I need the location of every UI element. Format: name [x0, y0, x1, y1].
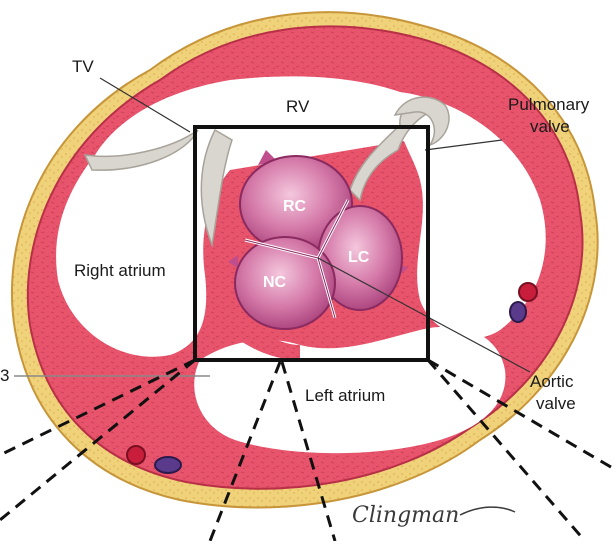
aortic-valve-label-line2: valve [536, 394, 576, 413]
right-coronary-vein [155, 457, 181, 473]
circumflex-artery [519, 283, 537, 301]
cusp-rc-label: RC [283, 198, 307, 215]
aortic-valve-label-line1: Aortic [530, 372, 574, 391]
rv-label: RV [286, 97, 310, 116]
left-edge-label-fragment: 3 [0, 366, 9, 385]
left-atrium-label: Left atrium [305, 386, 385, 405]
right-atrium-label: Right atrium [74, 261, 166, 280]
signature-flourish [460, 507, 515, 515]
great-cardiac-vein [510, 302, 526, 322]
cusp-lc-label: LC [348, 249, 370, 266]
right-coronary-artery [127, 446, 145, 464]
tv-label: TV [72, 57, 94, 76]
pulmonary-valve-label-line1: Pulmonary [508, 95, 590, 114]
pulmonary-valve-label-line2: valve [530, 117, 570, 136]
signature-text: Clingman [352, 503, 459, 528]
artist-signature: Clingman [352, 503, 515, 528]
cusp-nc-label: NC [263, 274, 287, 291]
